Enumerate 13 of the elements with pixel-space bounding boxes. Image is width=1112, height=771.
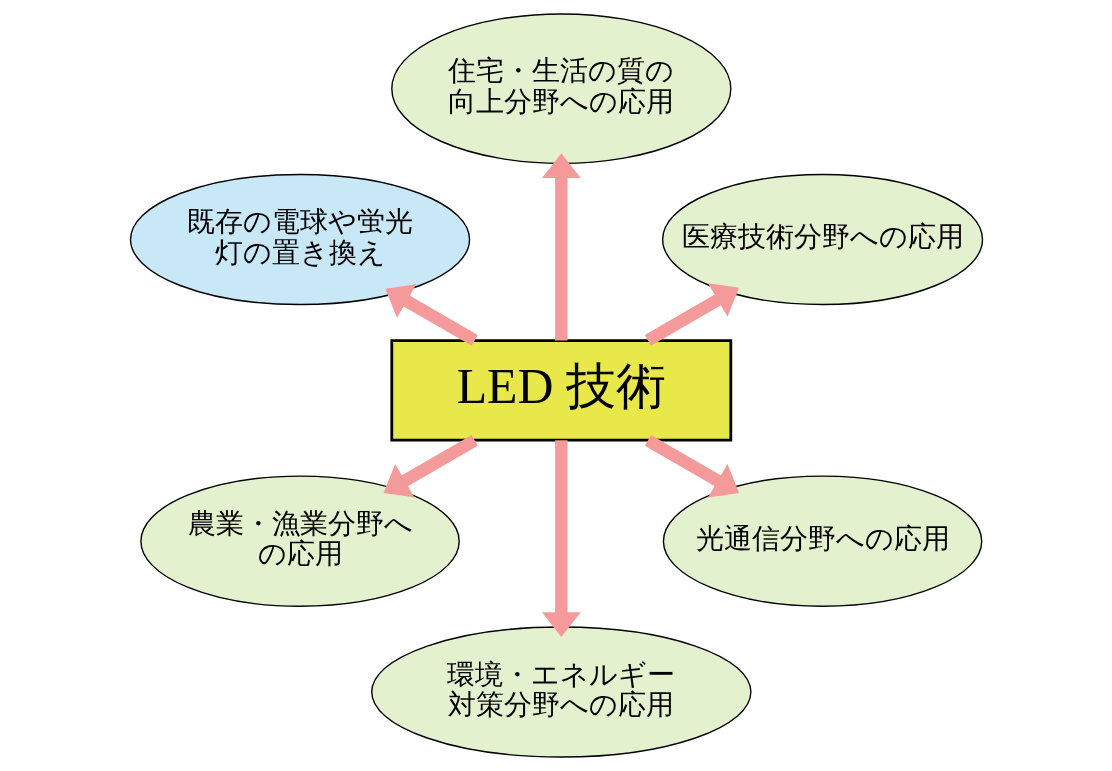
node-box: LED 技術 — [389, 339, 732, 442]
node-ellipse: 医療技術分野への応用 — [661, 173, 983, 306]
arrow — [644, 434, 739, 498]
node-ellipse: 住宅・生活の質の向上分野への応用 — [390, 13, 731, 165]
arrow — [541, 440, 581, 637]
arrow — [383, 434, 478, 498]
node-ellipse: 環境・エネルギー対策分野への応用 — [370, 626, 752, 758]
arrow — [541, 153, 581, 341]
node-ellipse: 既存の電球や蛍光灯の置き換え — [129, 173, 470, 306]
node-ellipse: 農業・漁業分野への応用 — [139, 475, 460, 607]
node-ellipse: 光通信分野への応用 — [662, 475, 982, 607]
arrow — [384, 284, 478, 346]
arrow — [644, 283, 739, 346]
